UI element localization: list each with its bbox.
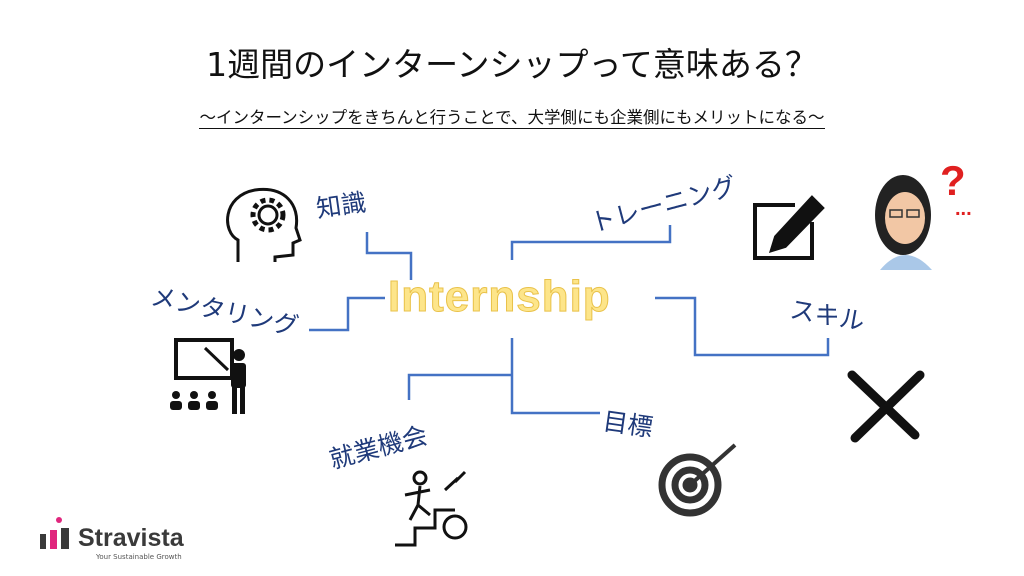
slide-subtitle: ～インターンシップをきちんと行うことで、大学側にも企業側にもメリットになる～ (0, 104, 1024, 129)
svg-text:?: ? (940, 157, 966, 204)
career-growth-icon (395, 470, 468, 547)
center-internship: Internship (388, 272, 611, 322)
line-employment (407, 373, 512, 400)
teacher-presentation-icon (170, 338, 246, 414)
logo-bars-icon (40, 517, 69, 549)
line-mentoring (309, 296, 385, 332)
slide-title: 1週間のインターンシップって意味ある？ (206, 45, 818, 84)
line-training (510, 225, 672, 260)
subtitle-text: ～インターンシップをきちんと行うことで、大学側にも企業側にもメリットになる～ (199, 108, 825, 129)
thinking-person-icon: ? ... (875, 157, 972, 270)
line-center-down (510, 338, 600, 415)
line-skill (655, 296, 830, 357)
svg-text:...: ... (955, 198, 972, 220)
logo-name: Stravista (78, 524, 184, 552)
logo-tagline: Your Sustainable Growth (96, 553, 182, 561)
line-knowledge (365, 232, 413, 280)
head-gear-icon (226, 187, 302, 262)
edit-icon (753, 195, 825, 260)
target-icon (658, 443, 737, 517)
label-knowledge: 知識 (314, 187, 368, 224)
label-goal: 目標 (601, 406, 655, 443)
tools-icon (847, 370, 925, 443)
